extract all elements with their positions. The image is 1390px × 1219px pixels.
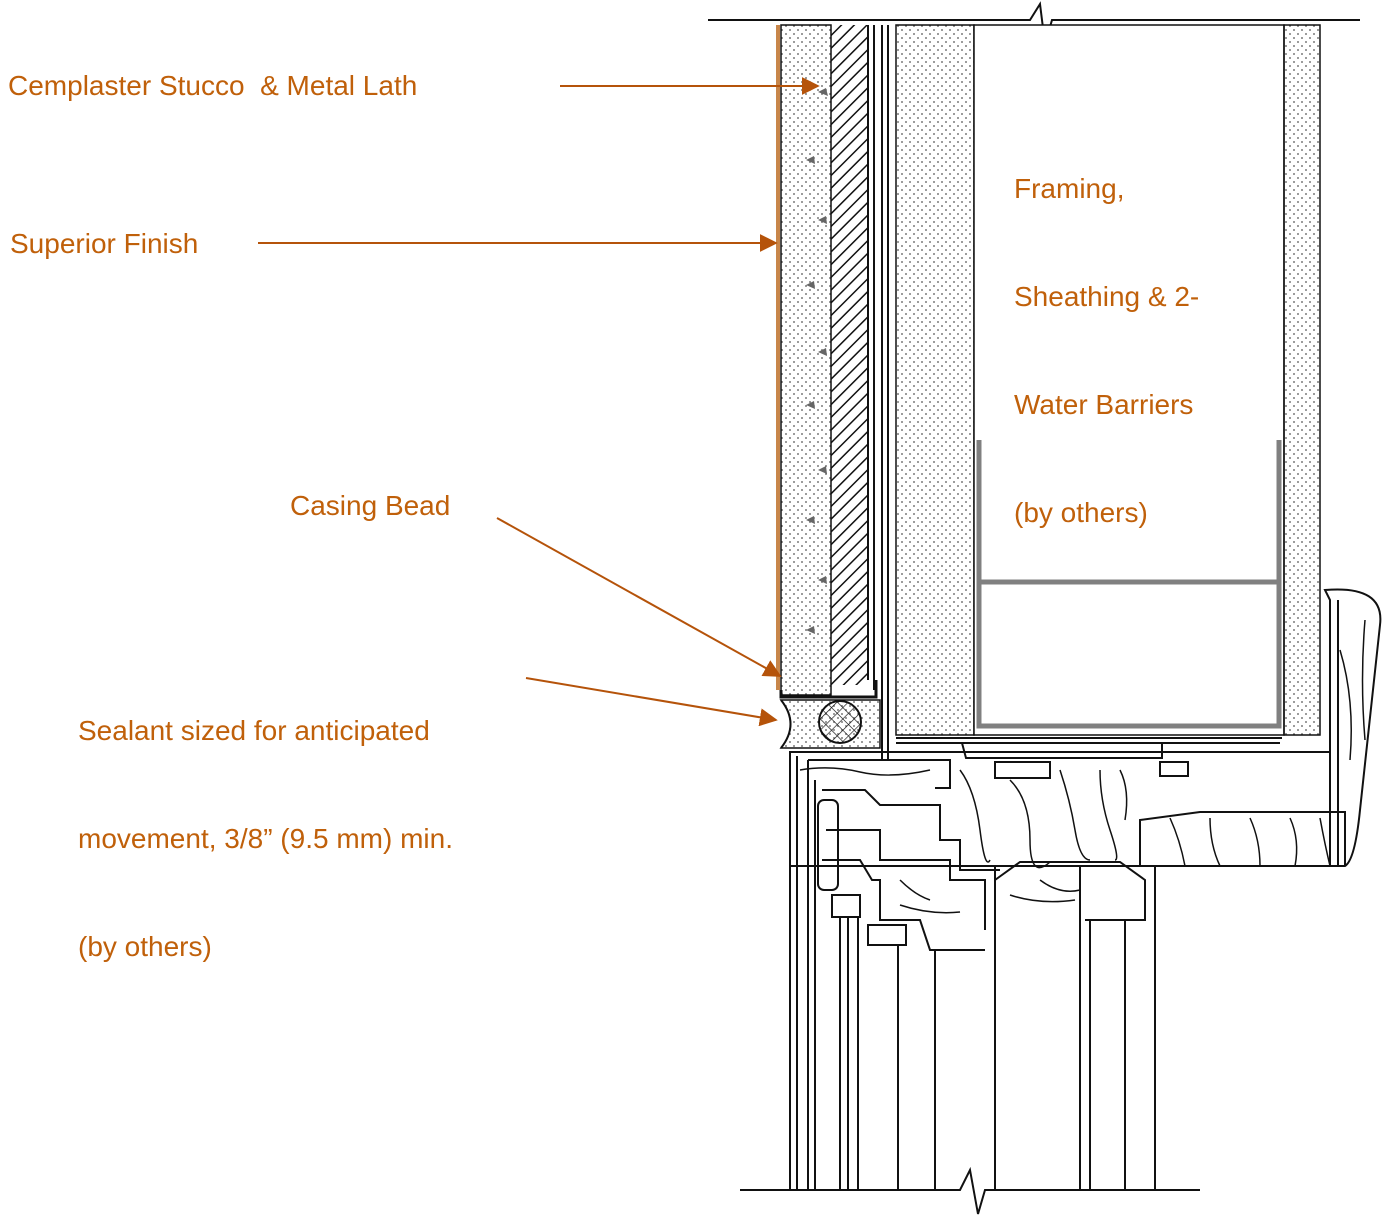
sealant-leader [525,677,778,727]
wood-grain [799,619,1366,914]
sill-framing-channel [976,440,1282,729]
sheathing-board [895,24,975,736]
stucco-layer [780,24,832,696]
framing-label-line-4: (by others) [1014,497,1148,528]
stucco-label: Cemplaster Stucco & Metal Lath [8,70,418,101]
leader-lines [258,77,820,727]
framing-label-line-1: Framing, [1014,173,1125,204]
bottom-break-line [740,1166,1200,1215]
sealant-label-line-2: movement, 3/8” (9.5 mm) min. [78,823,453,854]
sealant-joint [779,699,881,749]
sealant-label-line-1: Sealant sized for anticipated [78,715,430,746]
framing-label-line-2: Sheathing & 2- [1014,281,1200,312]
framing-cavity [973,24,1285,736]
sill-pan [896,737,1282,759]
water-barrier-lines [867,25,889,760]
sealant-label-line-3: (by others) [78,931,212,962]
top-break-line [708,1,1360,45]
superior-finish-layer [776,25,780,690]
sealant-label: Sealant sized for anticipated movement, … [78,641,453,1001]
metal-lath-layer [831,25,867,685]
casing-bead [779,680,878,699]
casing-bead-label: Casing Bead [290,490,451,521]
casing-leader [496,517,782,677]
framing-label-line-3: Water Barriers [1014,389,1194,420]
window-frame [789,588,1382,1190]
interior-board [1283,24,1321,736]
superior-finish-label: Superior Finish [10,228,199,259]
framing-label: Framing, Sheathing & 2- Water Barriers (… [1014,99,1199,567]
